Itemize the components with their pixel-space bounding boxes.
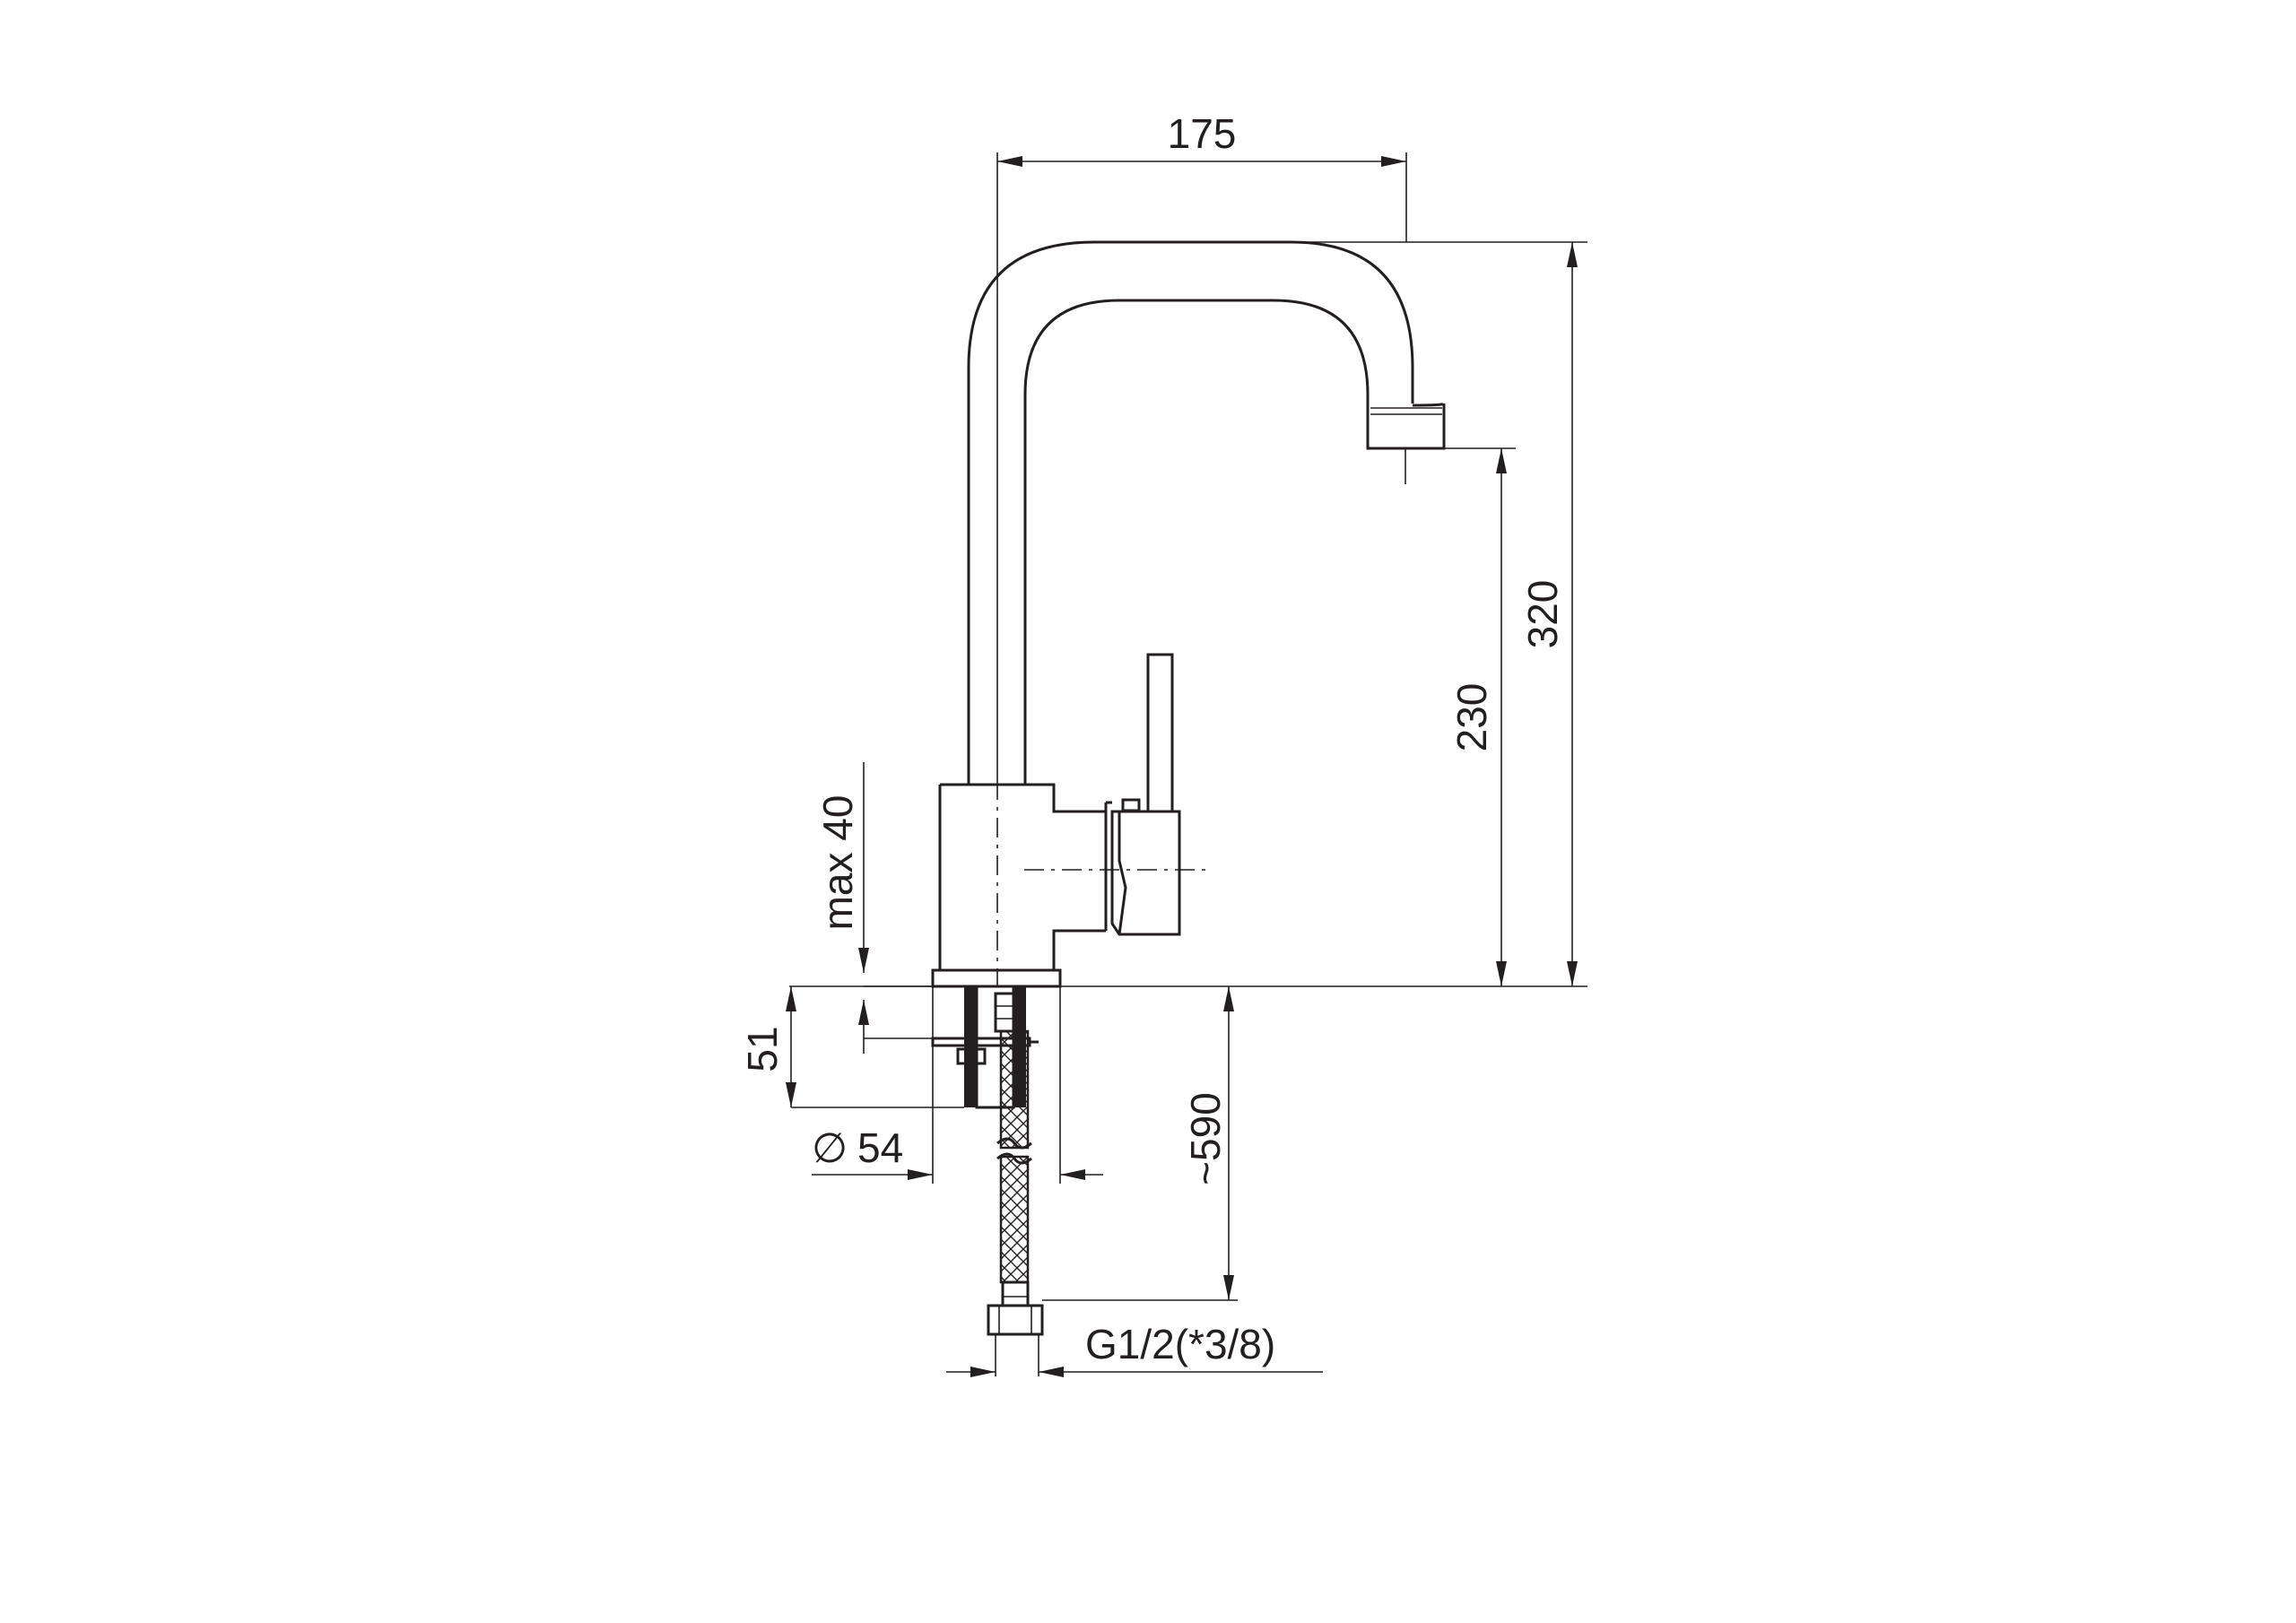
connection-thread-label: G1/2(*3/8) — [1085, 1321, 1275, 1367]
faucet-outline — [931, 152, 1446, 988]
dimension-spout-height: 230 — [1444, 447, 1516, 986]
braided-hose — [987, 1029, 1044, 1336]
dimension-spout-reach: 175 — [996, 110, 1406, 780]
base-diameter-label: 54 — [857, 1124, 903, 1171]
total-height-label: 320 — [1519, 580, 1566, 649]
dimension-max-deck-thickness: max 40 — [814, 762, 933, 1054]
base-diameter-symbol: ∅ — [812, 1124, 848, 1171]
max-deck-thickness-label: max 40 — [814, 795, 861, 931]
shank-length-label: 51 — [739, 1026, 786, 1072]
spout-height-label: 230 — [1448, 683, 1495, 752]
dimension-hose-length: ~590 — [1042, 986, 1238, 1301]
spout-reach-label: 175 — [1168, 110, 1237, 157]
dimension-total-height: 320 — [1292, 241, 1587, 986]
dimension-base-diameter: ∅ 54 — [812, 986, 1103, 1184]
dimension-shank-length: 51 — [739, 986, 964, 1108]
hose-length-label: ~590 — [1182, 1092, 1229, 1185]
dimension-connection-thread: G1/2(*3/8) — [946, 1321, 1323, 1377]
